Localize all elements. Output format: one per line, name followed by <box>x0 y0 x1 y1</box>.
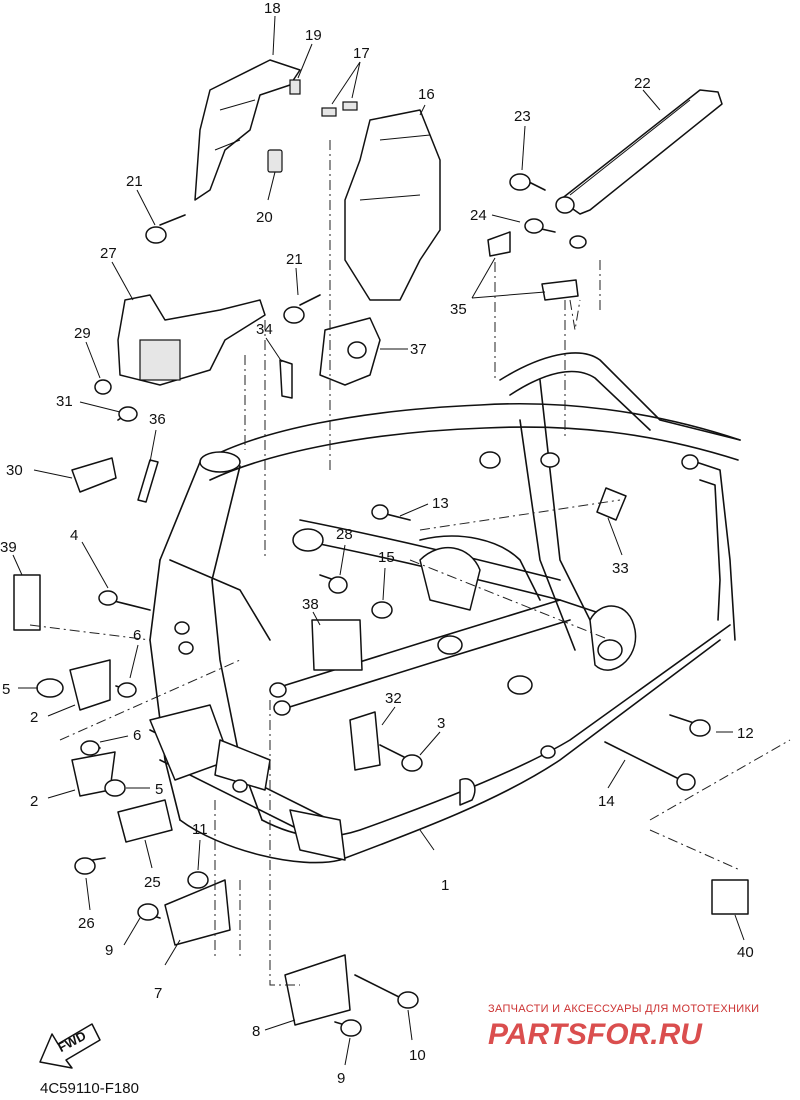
callout-29: 29 <box>74 325 91 342</box>
center-bracket <box>319 317 381 386</box>
left-bracket-assembly <box>94 294 266 395</box>
callout-38: 38 <box>302 596 319 613</box>
watermark-tagline: ЗАПЧАСТИ И АКСЕССУАРЫ ДЛЯ МОТОТЕХНИКИ <box>488 1003 760 1015</box>
callout-14: 14 <box>598 793 615 810</box>
callout-6a: 6 <box>133 627 141 644</box>
callout-27: 27 <box>100 245 117 262</box>
callout-22: 22 <box>634 75 651 92</box>
callout-20: 20 <box>256 209 273 226</box>
callout-19: 19 <box>305 27 322 44</box>
loose-parts <box>13 359 749 1026</box>
main-frame-drawing <box>149 352 741 864</box>
callout-40: 40 <box>737 944 754 961</box>
callout-37: 37 <box>410 341 427 358</box>
callout-36: 36 <box>149 411 166 428</box>
callout-16: 16 <box>418 86 435 103</box>
callout-11: 11 <box>192 821 208 838</box>
callout-35: 35 <box>450 301 467 318</box>
callout-12: 12 <box>737 725 754 742</box>
callout-1: 1 <box>441 877 449 894</box>
callout-8: 8 <box>252 1023 260 1040</box>
callout-33: 33 <box>612 560 629 577</box>
callout-7: 7 <box>154 985 162 1002</box>
callout-26: 26 <box>78 915 95 932</box>
callout-15: 15 <box>378 549 395 566</box>
callout-18: 18 <box>264 0 281 17</box>
callout-30: 30 <box>6 462 23 479</box>
callout-2a: 2 <box>30 709 38 726</box>
callout-23: 23 <box>514 108 531 125</box>
callout-13: 13 <box>432 495 449 512</box>
callout-10: 10 <box>409 1047 426 1064</box>
callout-2b: 2 <box>30 793 38 810</box>
callout-21a: 21 <box>126 173 143 190</box>
callout-9b: 9 <box>337 1070 345 1087</box>
assembly-guide-lines <box>29 140 791 986</box>
callout-5a: 5 <box>2 681 10 698</box>
callout-25: 25 <box>144 874 161 891</box>
callout-32: 32 <box>385 690 402 707</box>
callout-31: 31 <box>56 393 73 410</box>
callout-21b: 21 <box>286 251 303 268</box>
callout-6b: 6 <box>133 727 141 744</box>
callout-24: 24 <box>470 207 487 224</box>
callout-9a: 9 <box>105 942 113 959</box>
rear-tank-mount <box>487 89 723 301</box>
upper-center-cover <box>321 101 441 301</box>
callout-28: 28 <box>336 526 353 543</box>
callout-4: 4 <box>70 527 78 544</box>
bolts <box>74 173 711 1037</box>
diagram-reference-code: 4C59110-F180 <box>40 1080 139 1097</box>
forward-arrow-icon <box>39 1023 101 1069</box>
callout-5b: 5 <box>155 781 163 798</box>
callout-17: 17 <box>353 45 370 62</box>
callout-3: 3 <box>437 715 445 732</box>
callout-39: 39 <box>0 539 17 556</box>
upper-left-cover <box>194 59 301 201</box>
callout-labels: 1 2 2 3 4 5 5 6 6 7 8 9 9 10 11 12 13 14 <box>0 0 754 1087</box>
callout-34: 34 <box>256 321 273 338</box>
watermark-logo: PARTSFOR.RU <box>488 1018 702 1051</box>
